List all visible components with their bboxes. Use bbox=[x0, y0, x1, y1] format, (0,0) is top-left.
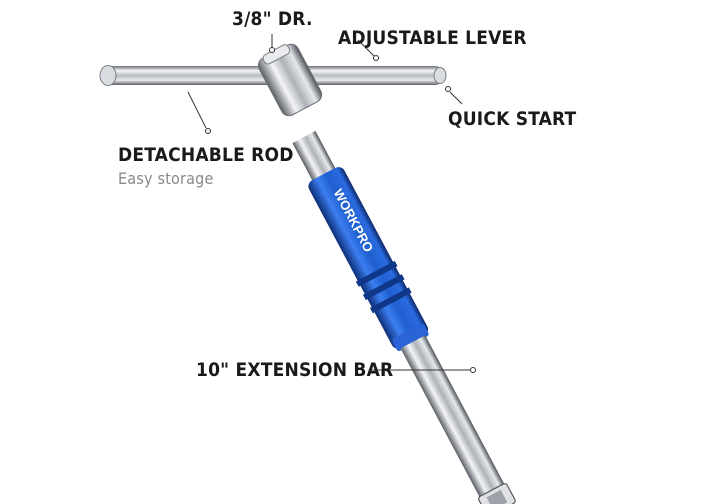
label-drive-size: 3/8" DR. bbox=[232, 8, 313, 30]
blue-handle bbox=[308, 167, 429, 351]
drive-head bbox=[257, 43, 323, 117]
leader-lines bbox=[187, 34, 476, 373]
label-easy-storage: Easy storage bbox=[118, 169, 214, 188]
label-quick-start: QUICK START bbox=[448, 108, 577, 130]
label-extension-bar: 10" EXTENSION BAR bbox=[196, 359, 394, 381]
label-detachable-rod: DETACHABLE ROD bbox=[118, 144, 294, 166]
extension-bar bbox=[400, 335, 506, 501]
label-adjustable-lever: ADJUSTABLE LEVER bbox=[338, 27, 527, 49]
